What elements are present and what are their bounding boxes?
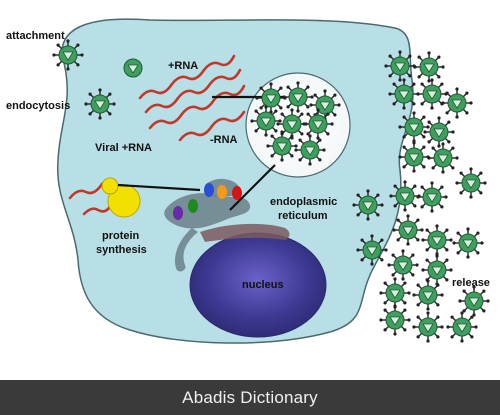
label-attachment: attachment (6, 30, 65, 42)
label-endocytosis: endocytosis (6, 100, 70, 112)
label-viral-plus-rna: Viral +RNA (95, 142, 152, 154)
virion (416, 78, 448, 110)
virion (389, 180, 421, 212)
virion (398, 111, 430, 143)
virion (416, 181, 448, 213)
virion (458, 285, 490, 317)
virion (379, 277, 411, 309)
viral-replication-diagram: attachment endocytosis +RNA Viral +RNA -… (6, 18, 490, 344)
virions (52, 39, 490, 343)
virion (302, 108, 334, 140)
virion (387, 249, 419, 281)
virion (427, 142, 459, 174)
label-release: release (452, 277, 490, 289)
virion (441, 87, 473, 119)
virion (423, 116, 455, 148)
virion (446, 311, 478, 343)
virion (255, 82, 287, 114)
virion (352, 189, 384, 221)
virion (421, 224, 453, 256)
protein-dots (173, 183, 242, 220)
footer-text: Abadis Dictionary (182, 387, 318, 407)
label-nucleus: nucleus (242, 279, 284, 291)
virion (384, 50, 416, 82)
virion (52, 39, 84, 71)
virion (452, 227, 484, 259)
virion (356, 234, 388, 266)
virion (294, 134, 326, 166)
labels: attachment endocytosis +RNA Viral +RNA -… (6, 30, 490, 291)
diagram-canvas: attachment endocytosis +RNA Viral +RNA -… (6, 18, 490, 344)
virion (379, 304, 411, 336)
virion (413, 51, 445, 83)
virion (123, 58, 143, 78)
virion (309, 89, 341, 121)
label-plus-rna: +RNA (168, 60, 198, 72)
label-endoplasmic: endoplasmic (270, 196, 337, 208)
virion (388, 78, 420, 110)
footer-bar: Abadis Dictionary (0, 380, 500, 415)
label-synthesis: synthesis (96, 244, 147, 256)
virion (276, 108, 308, 140)
virion (392, 214, 424, 246)
virion (282, 81, 314, 113)
virion (455, 167, 487, 199)
label-protein: protein (102, 230, 140, 242)
virion (84, 88, 116, 120)
virion (398, 141, 430, 173)
endoplasmic-reticulum (164, 178, 290, 272)
virion (421, 254, 453, 286)
virion (412, 311, 444, 343)
label-reticulum: reticulum (278, 210, 328, 222)
rna-strands (68, 54, 246, 216)
ribosome (101, 177, 141, 218)
virion (250, 105, 282, 137)
virion (266, 130, 298, 162)
virion (412, 279, 444, 311)
label-minus-rna: -RNA (210, 134, 238, 146)
